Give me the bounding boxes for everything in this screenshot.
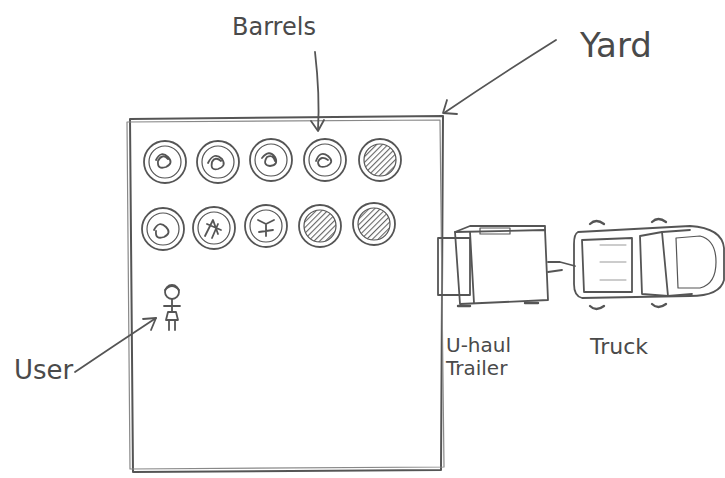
barrel: [202, 146, 234, 178]
truck-sketch: [676, 236, 716, 288]
callout-label: Yard: [580, 26, 700, 65]
trailer-sketch: [438, 226, 575, 306]
yard-outline: [127, 116, 444, 472]
user-figure: [165, 286, 179, 290]
barrel: [258, 220, 274, 236]
barrel: [299, 205, 341, 247]
barrel: [255, 144, 287, 176]
barrel: [193, 207, 235, 249]
leader-arrow: [75, 40, 556, 372]
trailer-sketch: [438, 238, 470, 295]
truck-sketch: [574, 219, 724, 309]
trailer-sketch: [455, 230, 548, 304]
barrel: [316, 154, 331, 167]
user-figure: [165, 285, 179, 299]
callout-label: Barrels: [232, 14, 352, 42]
barrel: [353, 203, 395, 245]
yard-outline: [127, 120, 444, 469]
truck-sketch: [590, 219, 666, 309]
leader-arrow: [311, 120, 324, 131]
barrel: [304, 139, 346, 181]
leader-arrow: [143, 318, 156, 330]
barrel: [364, 144, 396, 176]
barrel: [245, 205, 287, 247]
barrel: [304, 210, 336, 242]
barrel: [197, 141, 239, 183]
vehicle-label: U-haul Trailer: [446, 334, 542, 380]
yard-outline: [130, 116, 443, 472]
barrel: [156, 154, 171, 168]
barrel: [198, 212, 230, 244]
barrel: [144, 139, 401, 183]
truck-sketch: [574, 226, 724, 298]
user-figure: [164, 299, 180, 330]
truck-sketch: [640, 232, 668, 296]
barrel: [205, 220, 221, 238]
barrel: [208, 156, 224, 170]
barrel: [309, 144, 341, 176]
truck-sketch: [600, 245, 626, 280]
leader-arrow: [443, 100, 457, 114]
barrel: [149, 146, 181, 178]
barrel: [250, 210, 282, 242]
barrel: [154, 224, 169, 238]
callout-label: User: [14, 356, 104, 386]
barrel: [144, 141, 186, 183]
barrel: [142, 203, 395, 250]
trailer-sketch: [458, 303, 538, 306]
barrel: [250, 139, 292, 181]
trailer-sketch: [455, 226, 545, 303]
barrel: [147, 213, 179, 245]
barrel: [142, 208, 184, 250]
barrel: [359, 139, 401, 181]
trailer-sketch: [548, 262, 575, 272]
truck-sketch: [582, 238, 632, 292]
leader-arrow: [75, 318, 156, 372]
leader-arrow: [444, 40, 556, 113]
barrel: [262, 153, 276, 166]
trailer-sketch: [480, 228, 510, 234]
leader-arrow: [315, 52, 319, 130]
vehicle-label: Truck: [590, 334, 700, 359]
barrel: [358, 208, 390, 240]
user-figure: [164, 285, 180, 330]
